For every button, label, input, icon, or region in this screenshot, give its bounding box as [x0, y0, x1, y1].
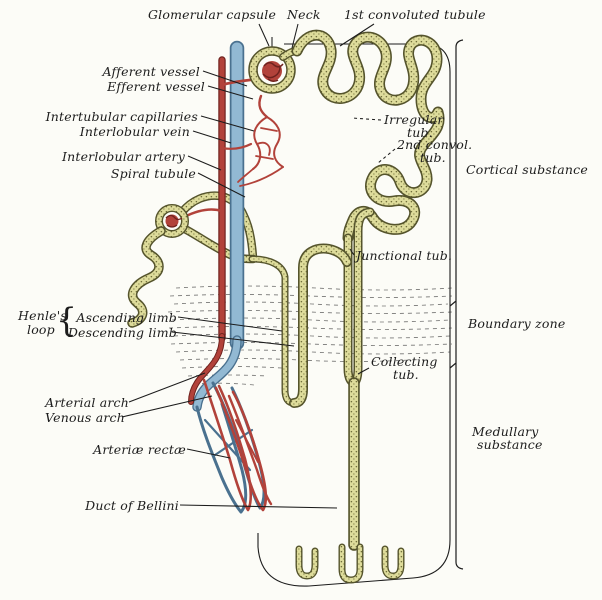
label-collecting-tub-line1: Collecting — [371, 354, 438, 369]
label-arterial-arch: Arterial arch — [45, 395, 129, 410]
label-henles-loop-line2: loop — [27, 322, 55, 337]
leader-lines — [121, 23, 396, 509]
label-interlobular-vein: Interlobular vein — [79, 124, 190, 139]
label-ascending-limb: Ascending limb — [76, 310, 177, 325]
label-glomerular-capsule: Glomerular capsule — [148, 7, 277, 22]
label-medullary-substance-line1: Medullary — [472, 424, 539, 439]
zone-bracket — [449, 39, 464, 570]
label-first-convoluted-tubule: 1st convoluted tubule — [344, 7, 486, 22]
label-spiral-tubule: Spiral tubule — [110, 166, 196, 181]
label-henles-loop-line1: Henle's — [18, 308, 67, 323]
label-medullary-substance-line2: substance — [477, 437, 543, 452]
label-irregular-tub-line1: Irregular — [384, 112, 444, 127]
tissue-outline — [257, 37, 451, 587]
label-afferent-vessel: Afferent vessel — [102, 64, 200, 79]
intertubular-capillaries-network — [237, 116, 284, 187]
label-collecting-tub-line2: tub. — [393, 367, 419, 382]
label-irregular-tub-line2: tub. — [407, 125, 433, 140]
glomerulus-1 — [262, 61, 284, 83]
label-descending-limb: Descending limb — [67, 325, 177, 340]
label-boundary-zone: Boundary zone — [468, 316, 566, 331]
label-second-convol-tub-line1: 2nd convol. — [397, 137, 473, 152]
glomerulus-2 — [165, 214, 183, 228]
label-venous-arch: Venous arch — [45, 410, 125, 425]
label-intertubular-capillaries: Intertubular capillaries — [45, 109, 198, 124]
interlobular-artery-vessel — [188, 56, 226, 405]
label-junctional-tub: Junctional tub. — [356, 248, 453, 263]
label-duct-of-bellini: Duct of Bellini — [85, 498, 179, 513]
label-cortical-substance: Cortical substance — [466, 162, 588, 177]
arteriae-rectae-vessels — [202, 378, 273, 512]
label-neck: Neck — [287, 7, 321, 22]
label-interlobular-artery: Interlobular artery — [61, 149, 185, 164]
label-arteriae-rectae: Arteriæ rectæ — [93, 442, 186, 457]
label-efferent-vessel: Efferent vessel — [107, 79, 205, 94]
henles-loop-brace: { — [56, 300, 77, 339]
label-second-convol-tub-line2: tub. — [420, 150, 446, 165]
